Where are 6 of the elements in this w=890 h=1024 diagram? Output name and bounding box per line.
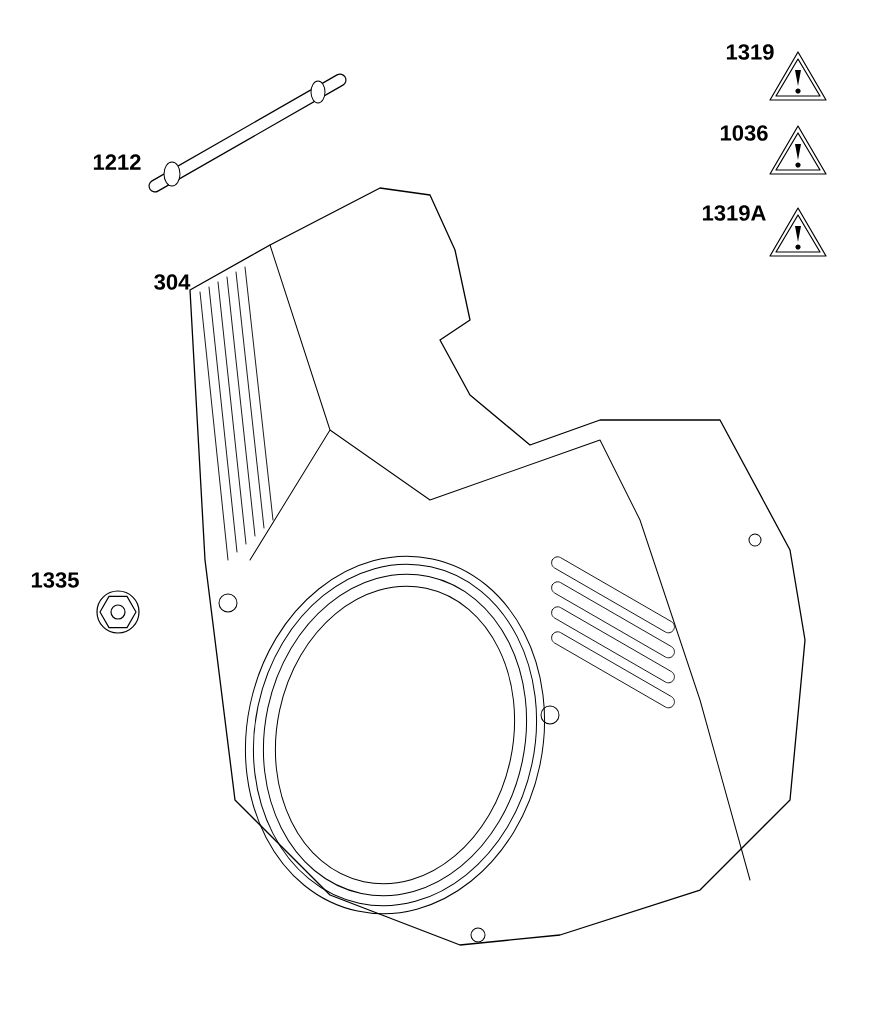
callout-number: 1319	[726, 44, 774, 60]
callout-number: 1212	[93, 154, 141, 170]
callout-number: 1335	[31, 572, 79, 588]
callout-number: 1319A	[702, 205, 766, 221]
callout-number: 1036	[720, 125, 768, 141]
callout-number: 304	[154, 274, 191, 290]
